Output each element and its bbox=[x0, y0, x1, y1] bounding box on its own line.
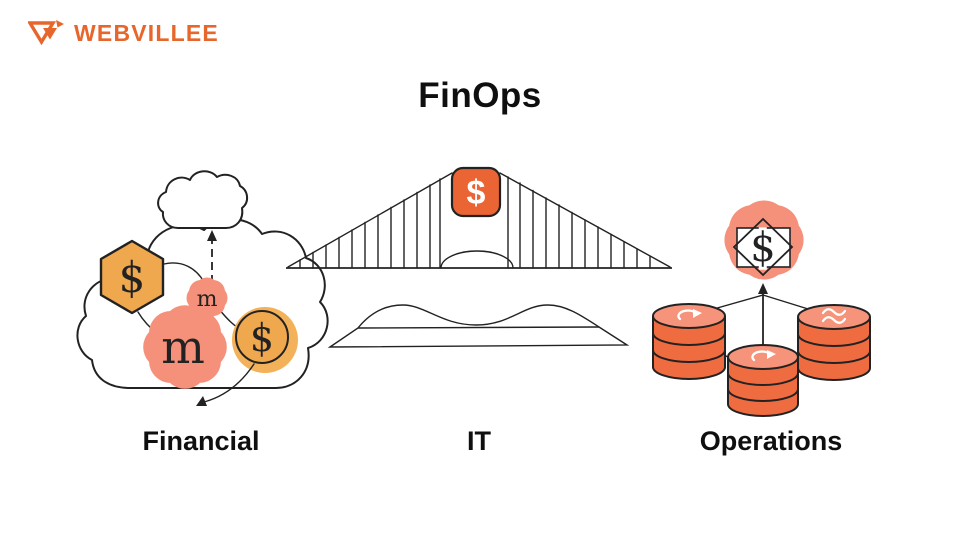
financial-illustration: $ m m $ bbox=[76, 170, 329, 406]
database-cylinder-icon bbox=[727, 344, 799, 417]
network-lines bbox=[688, 294, 835, 378]
dollar-badge-icon: $ bbox=[450, 166, 502, 218]
bridge-icon bbox=[286, 172, 672, 269]
dollar-diamond-icon: $ bbox=[724, 200, 804, 280]
small-cloud-icon bbox=[157, 170, 248, 229]
down-arrow-icon bbox=[196, 363, 255, 406]
webvillee-mark-icon bbox=[28, 20, 64, 46]
it-illustration: $ bbox=[286, 166, 672, 348]
operations-label: Operations bbox=[699, 426, 843, 456]
sync-icon bbox=[751, 350, 776, 362]
it-label: IT bbox=[467, 426, 491, 456]
up-arrow-icon bbox=[207, 230, 217, 283]
page-title: FinOps bbox=[418, 76, 542, 115]
brand-name: WEBVILLEE bbox=[74, 19, 219, 46]
metric-symbol: m bbox=[161, 320, 205, 374]
metric-symbol: m bbox=[197, 287, 218, 312]
metric-blob-icon: m bbox=[143, 305, 227, 389]
dollar-hexagon-icon: $ bbox=[99, 239, 165, 315]
connector-line bbox=[163, 262, 205, 283]
dollar-symbol: $ bbox=[750, 225, 775, 271]
metric-blob-icon: m bbox=[186, 277, 228, 319]
brand-logo: WEBVILLEE bbox=[28, 18, 219, 48]
sync-icon bbox=[677, 309, 702, 321]
operations-illustration: $ bbox=[652, 200, 871, 417]
dollar-symbol: $ bbox=[119, 253, 146, 302]
database-cylinder-icon bbox=[652, 303, 726, 380]
dollar-coin-icon: $ bbox=[232, 307, 298, 373]
database-cylinder-icon bbox=[797, 304, 871, 381]
wave-sync-icon bbox=[821, 308, 847, 324]
dollar-symbol: $ bbox=[467, 174, 486, 212]
financial-label: Financial bbox=[142, 426, 260, 456]
waves-icon bbox=[327, 304, 630, 348]
dollar-symbol: $ bbox=[250, 316, 274, 360]
